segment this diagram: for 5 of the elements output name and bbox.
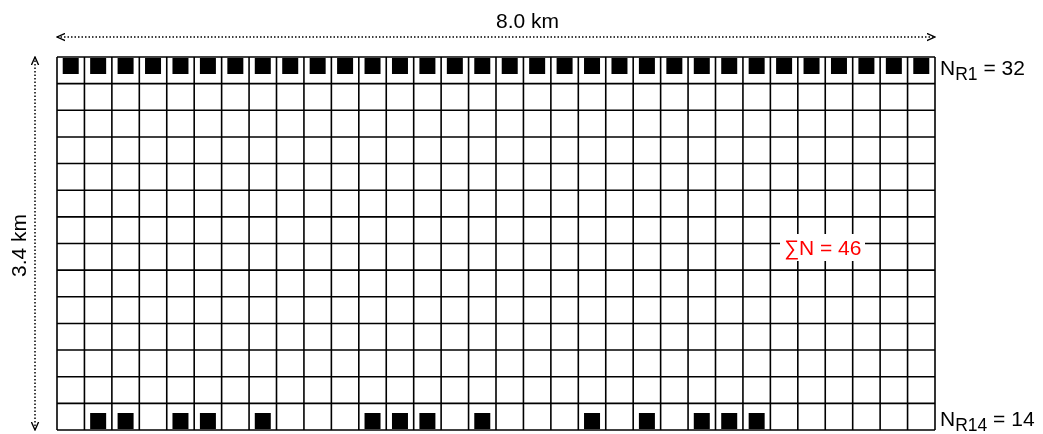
dimension-label: 3.4 km	[7, 213, 29, 277]
row-count-label: N$_{R14}$ = 14	[940, 408, 1035, 434]
dimension-label: 8.0 km	[496, 10, 560, 31]
total-count-label: ∑N = 46	[780, 234, 866, 261]
row-count-label: N$_{R1}$ = 32	[940, 57, 1025, 84]
